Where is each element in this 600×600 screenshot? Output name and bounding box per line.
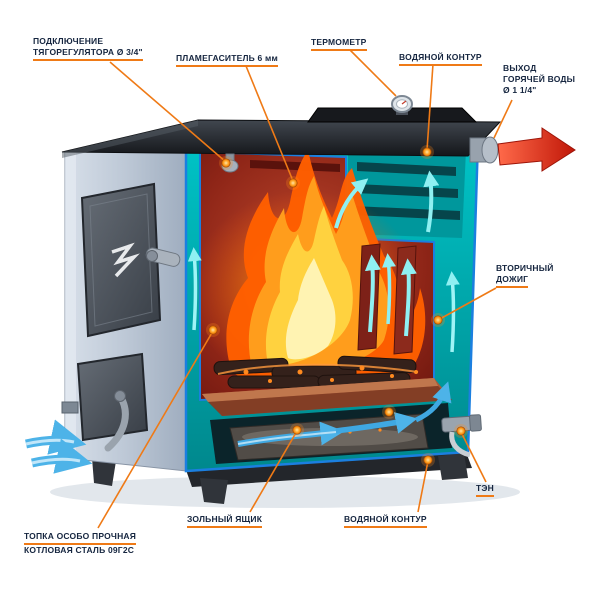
hot-water-arrow [497,127,576,172]
deflector-plate [202,378,452,416]
label-water-circuit-top: ВОДЯНОЙ КОНТУР [399,52,482,67]
label-hot-water-out: ВЫХОД ГОРЯЧЕЙ ВОДЫ Ø 1 1/4" [503,63,575,96]
label-text-underlined: ПЛАМЕГАСИТЕЛЬ 6 мм [176,53,278,68]
secondary-combustion [187,170,460,355]
label-text-underlined: ТОПКА ОСОБО ПРОЧНАЯ [24,531,137,546]
label-text-underlined: ДОЖИГ [496,274,529,289]
label-text: ВТОРИЧНЫЙ [496,263,554,273]
thermometer-gauge [391,95,413,115]
label-text: КОТЛОВАЯ СТАЛЬ 09Г2С [24,545,135,556]
label-text-underlined: ЗОЛЬНЫЙ ЯЩИК [187,514,263,529]
label-text-underlined: ТЕРМОМЕТР [311,37,367,52]
air-intake-arrows [25,419,93,474]
label-text: ПОДКЛЮЧЕНИЕ [33,36,104,46]
label-ash-box: ЗОЛЬНЫЙ ЯЩИК [187,514,263,529]
label-text: ВЫХОД [503,63,537,73]
flame-arrester-plate [250,160,340,172]
label-text-underlined: ТЯГОРЕГУЛЯТОРА Ø 3/4" [33,47,143,62]
top-lid [61,107,502,158]
lower-door [61,352,149,452]
ground-shadow [50,476,520,508]
label-text-underlined: ТЭН [476,483,494,498]
label-regulator-connection: ПОДКЛЮЧЕНИЕ ТЯГОРЕГУЛЯТОРА Ø 3/4" [33,36,143,62]
label-secondary-burn: ВТОРИЧНЫЙ ДОЖИГ [496,263,554,289]
leader-lines [97,49,513,529]
ash-compartment [210,381,452,464]
label-text-underlined: ВОДЯНОЙ КОНТУР [399,52,482,67]
burning-logs [213,355,419,389]
label-thermometer: ТЕРМОМЕТР [311,37,367,52]
label-text: Ø 1 1/4" [503,85,537,96]
door-latch [61,401,79,414]
label-ten: ТЭН [476,483,494,498]
label-text: ГОРЯЧЕЙ ВОДЫ [503,74,576,85]
label-flame-arrester: ПЛАМЕГАСИТЕЛЬ 6 мм [176,53,278,68]
label-firebox-steel: ТОПКА ОСОБО ПРОЧНАЯ КОТЛОВАЯ СТАЛЬ 09Г2С [24,531,137,556]
upper-door [80,182,181,338]
label-water-circuit-bottom: ВОДЯНОЙ КОНТУР [344,514,427,529]
boiler-base [92,452,472,504]
brand-emblem [111,242,140,278]
hot-water-outlet [469,127,576,172]
marker-dots [206,145,468,467]
label-text-underlined: ВОДЯНОЙ КОНТУР [344,514,427,529]
